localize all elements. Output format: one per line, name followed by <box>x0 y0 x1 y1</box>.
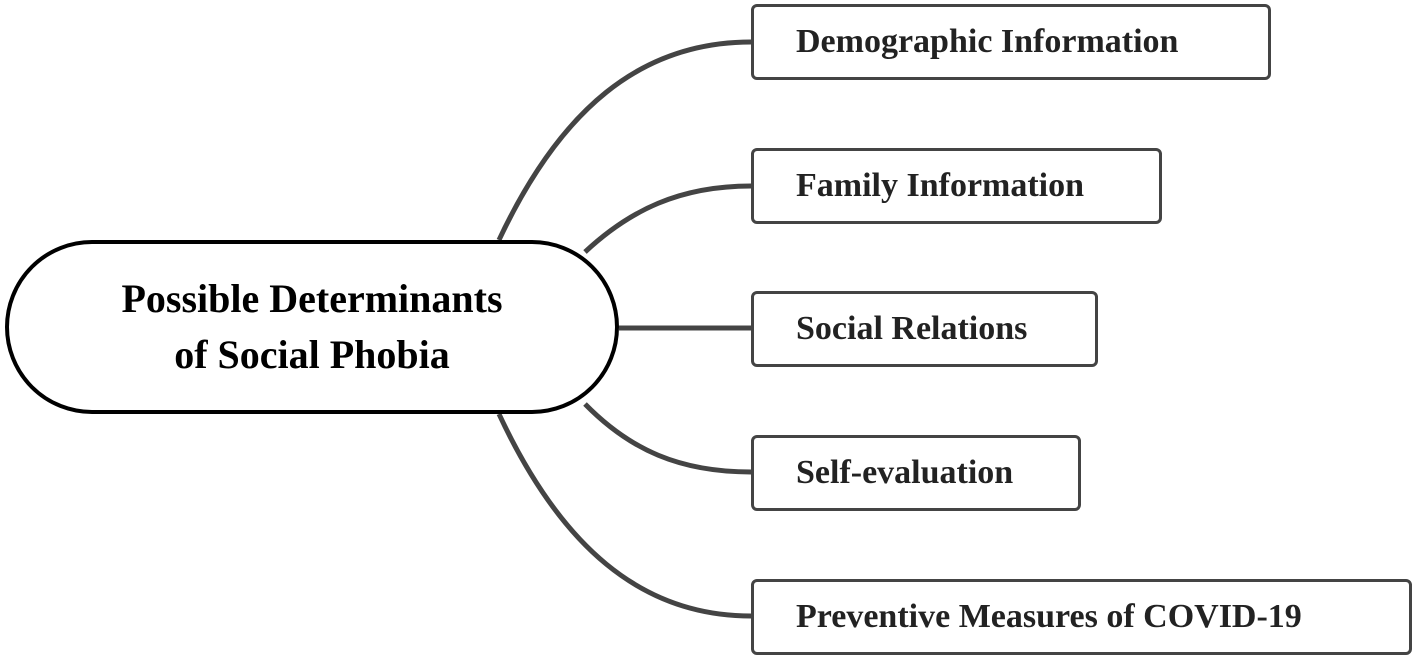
branch-social-relations: Social Relations <box>751 291 1098 367</box>
branch-preventive-measures: Preventive Measures of COVID-19 <box>751 579 1412 655</box>
root-title: Possible Determinants of Social Phobia <box>52 271 572 383</box>
root-title-line-2: of Social Phobia <box>174 332 450 377</box>
branch-label: Family Information <box>796 167 1085 204</box>
connector-self-evaluation <box>583 402 752 475</box>
connector-demographic <box>496 39 752 242</box>
connector-preventive-measures <box>496 412 752 619</box>
branch-label: Self-evaluation <box>796 454 1014 491</box>
branch-label: Social Relations <box>796 310 1028 347</box>
branch-family-information: Family Information <box>751 148 1162 224</box>
branch-label: Demographic Information <box>796 23 1179 60</box>
branch-demographic-information: Demographic Information <box>751 4 1271 80</box>
root-node: Possible Determinants of Social Phobia <box>5 240 619 414</box>
branch-label: Preventive Measures of COVID-19 <box>796 598 1302 635</box>
connector-family <box>583 183 752 254</box>
branch-self-evaluation: Self-evaluation <box>751 435 1081 511</box>
root-title-line-1: Possible Determinants <box>121 276 503 321</box>
